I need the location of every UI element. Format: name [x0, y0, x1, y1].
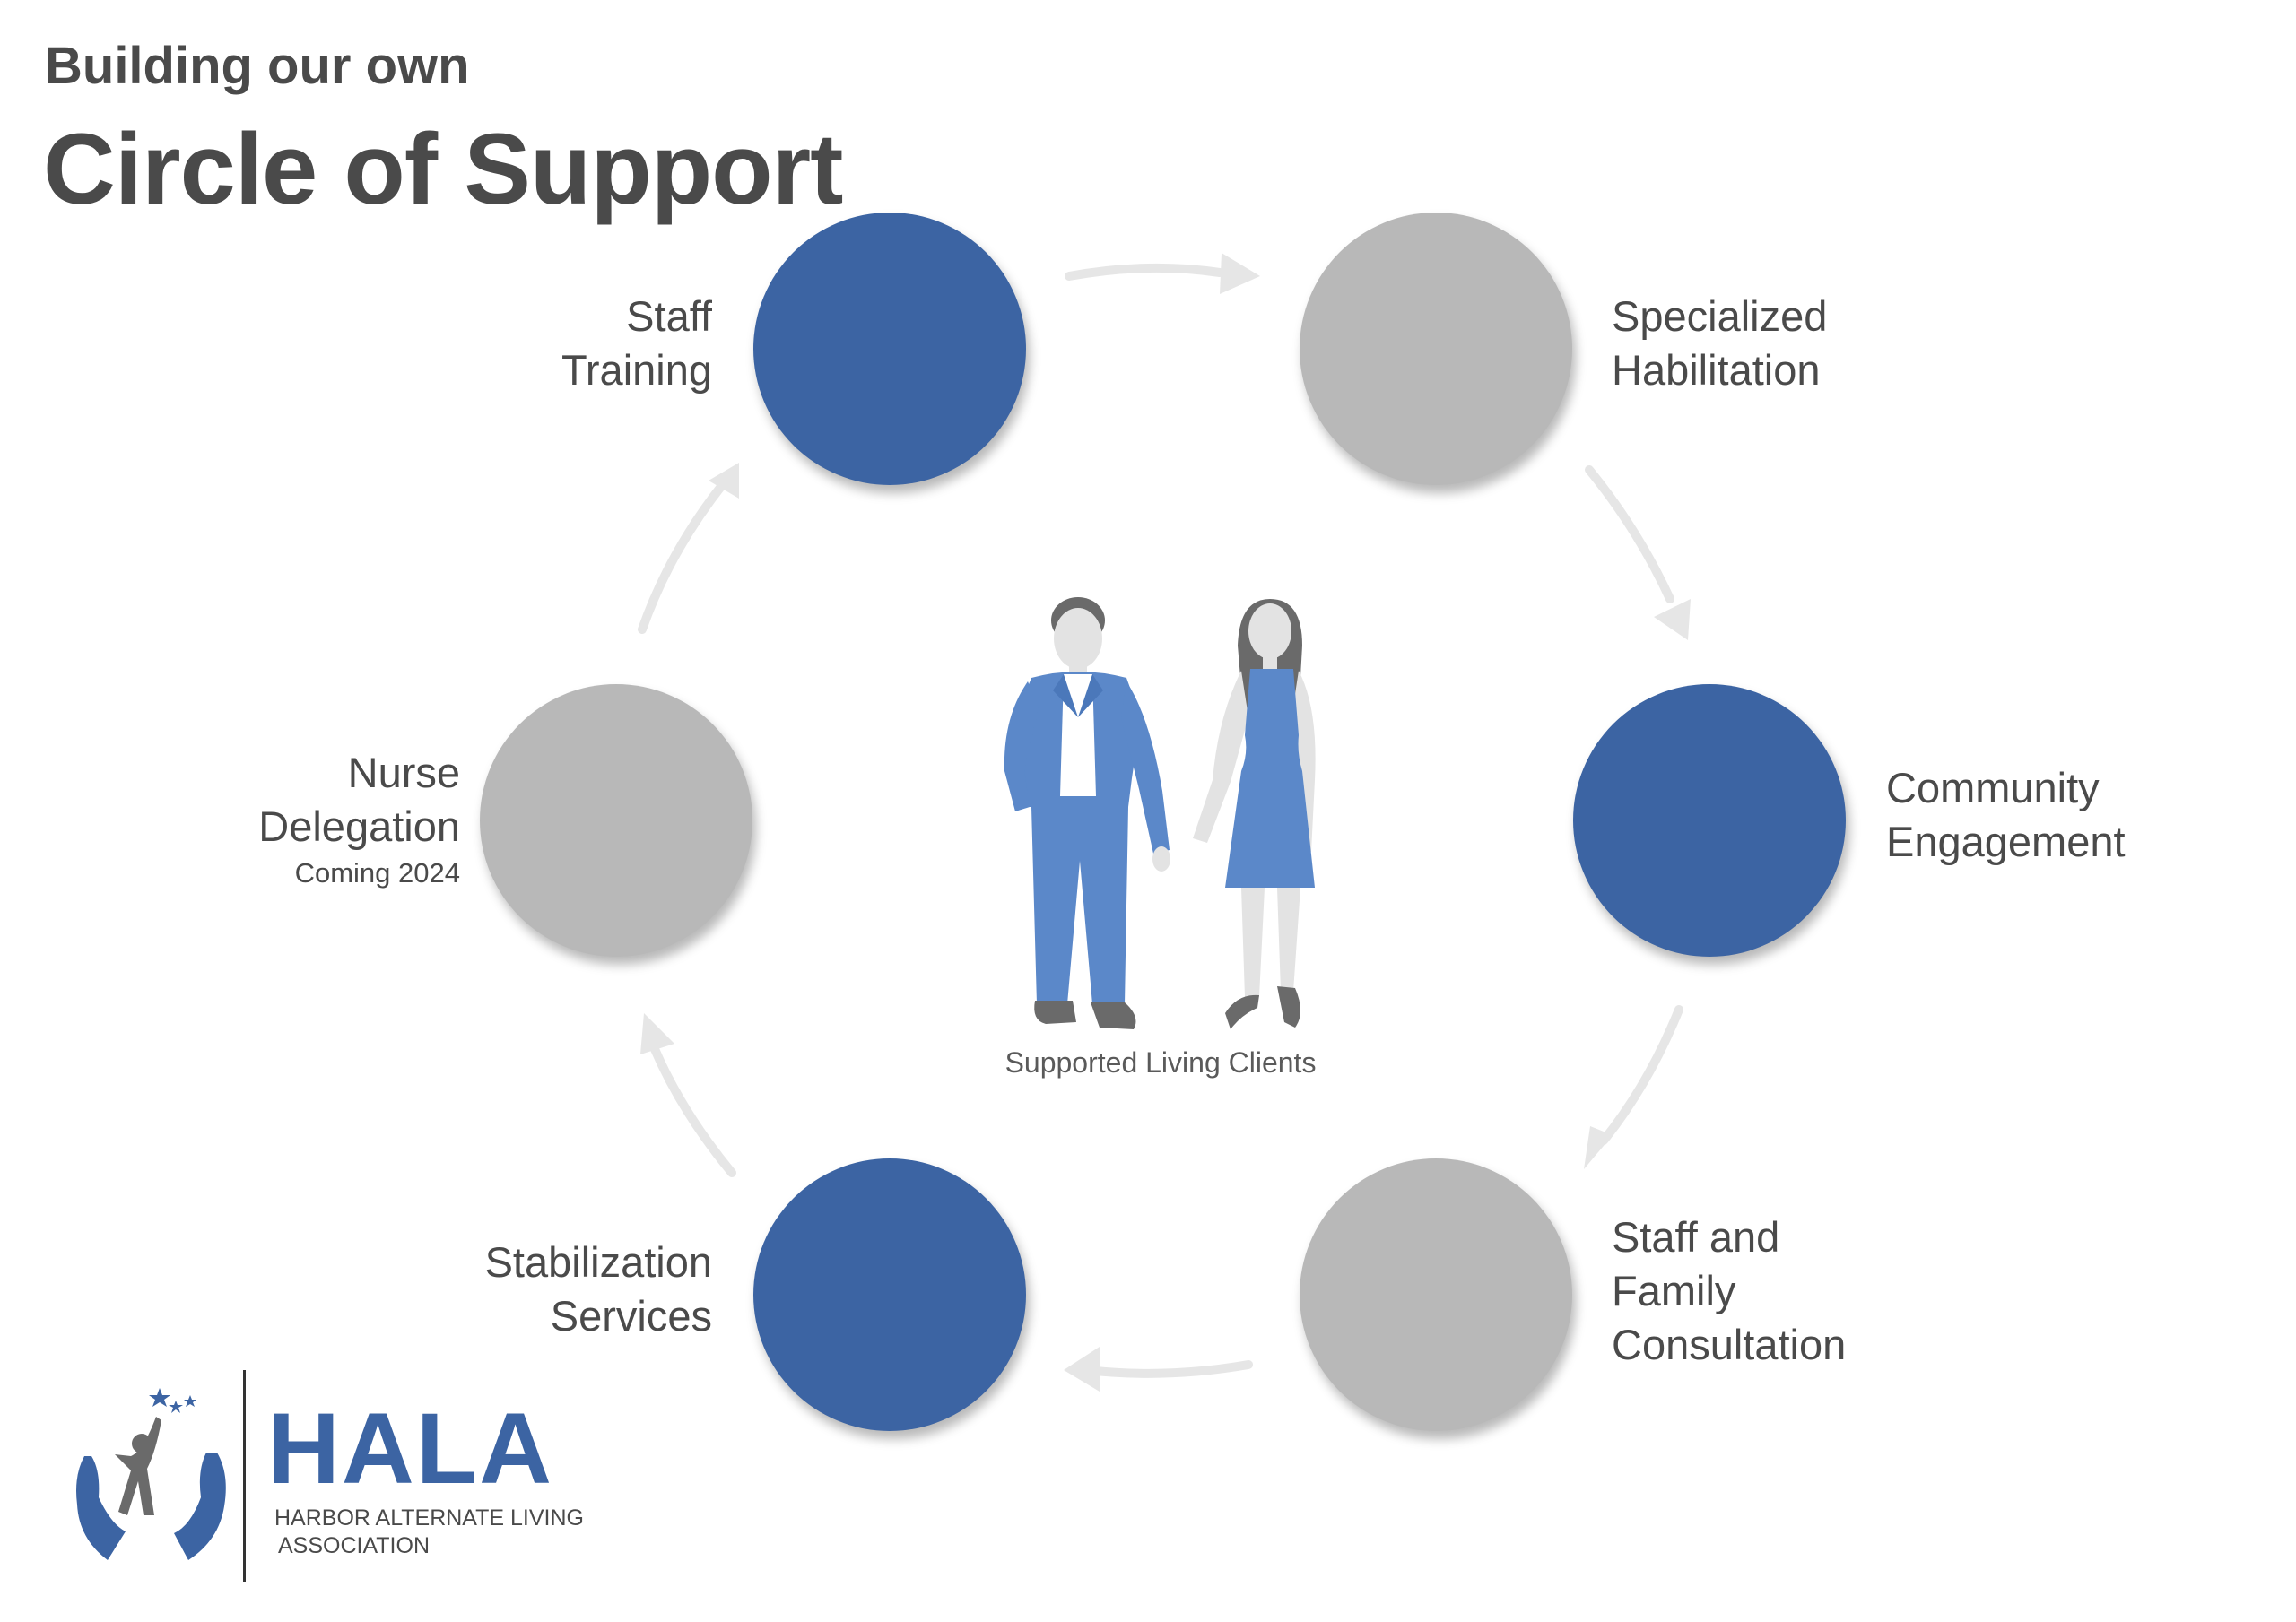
arrow-head-2 — [1654, 599, 1691, 640]
arrow-stabilization-to-nurse — [650, 1045, 736, 1177]
label-line: Delegation — [258, 802, 460, 850]
label-line: Training — [561, 346, 712, 394]
label-line: Engagement — [1886, 818, 2126, 865]
node-specialized-habilitation — [1300, 213, 1572, 485]
arrow-head-6 — [709, 463, 739, 499]
label-line: Specialized — [1612, 292, 1828, 340]
woman-figure-icon — [1193, 599, 1316, 1029]
label-line: Staff and — [1612, 1213, 1780, 1261]
label-line: Staff — [626, 292, 712, 340]
arrow-community-to-consultation — [1599, 1005, 1683, 1145]
node-nurse-delegation — [480, 684, 752, 957]
node-stabilization-services — [753, 1158, 1026, 1431]
arrow-head-1 — [1220, 253, 1260, 294]
label-specialized-habilitation: Specialized Habilitation — [1612, 290, 1827, 397]
logo-full-name: HARBOR ALTERNATE LIVING ASSOCIATION — [274, 1505, 584, 1560]
node-staff-family-consultation — [1300, 1158, 1572, 1431]
arrow-training-to-habilitation — [1065, 263, 1224, 281]
label-line: Stabilization — [484, 1238, 712, 1286]
label-line: Community — [1886, 764, 2100, 811]
label-community-engagement: Community Engagement — [1886, 761, 2126, 869]
logo-full-name-line: ASSOCIATION — [278, 1533, 430, 1558]
logo-full-name-line: HARBOR ALTERNATE LIVING — [274, 1505, 584, 1531]
man-figure-icon — [1004, 597, 1170, 1029]
arrow-nurse-to-training — [638, 480, 727, 634]
hala-logo-icon — [76, 1388, 226, 1560]
label-staff-family-consultation: Staff and Family Consultation — [1612, 1210, 1846, 1372]
label-note: Coming 2024 — [294, 857, 460, 889]
arrow-consultation-to-stabilization — [1083, 1360, 1253, 1378]
node-staff-training — [753, 213, 1026, 485]
arrow-habilitation-to-community — [1585, 465, 1674, 603]
label-line: Consultation — [1612, 1321, 1847, 1368]
arrow-head-4 — [1064, 1347, 1100, 1392]
arrow-head-3 — [1584, 1126, 1613, 1169]
label-line: Family — [1612, 1267, 1736, 1314]
logo-divider — [243, 1370, 246, 1582]
label-line: Nurse — [347, 749, 460, 796]
label-line: Habilitation — [1612, 346, 1821, 394]
logo-wordmark: HALA — [267, 1392, 554, 1505]
node-community-engagement — [1573, 684, 1846, 957]
page-title: Circle of Support — [43, 113, 843, 225]
label-line: Services — [550, 1292, 712, 1340]
page-subtitle: Building our own — [45, 37, 470, 95]
center-caption: Supported Living Clients — [1004, 1046, 1317, 1079]
label-nurse-delegation: Nurse Delegation Coming 2024 — [258, 746, 460, 893]
arrow-head-5 — [640, 1013, 674, 1054]
label-stabilization-services: Stabilization Services — [485, 1236, 712, 1343]
label-staff-training: Staff Training — [561, 290, 712, 397]
